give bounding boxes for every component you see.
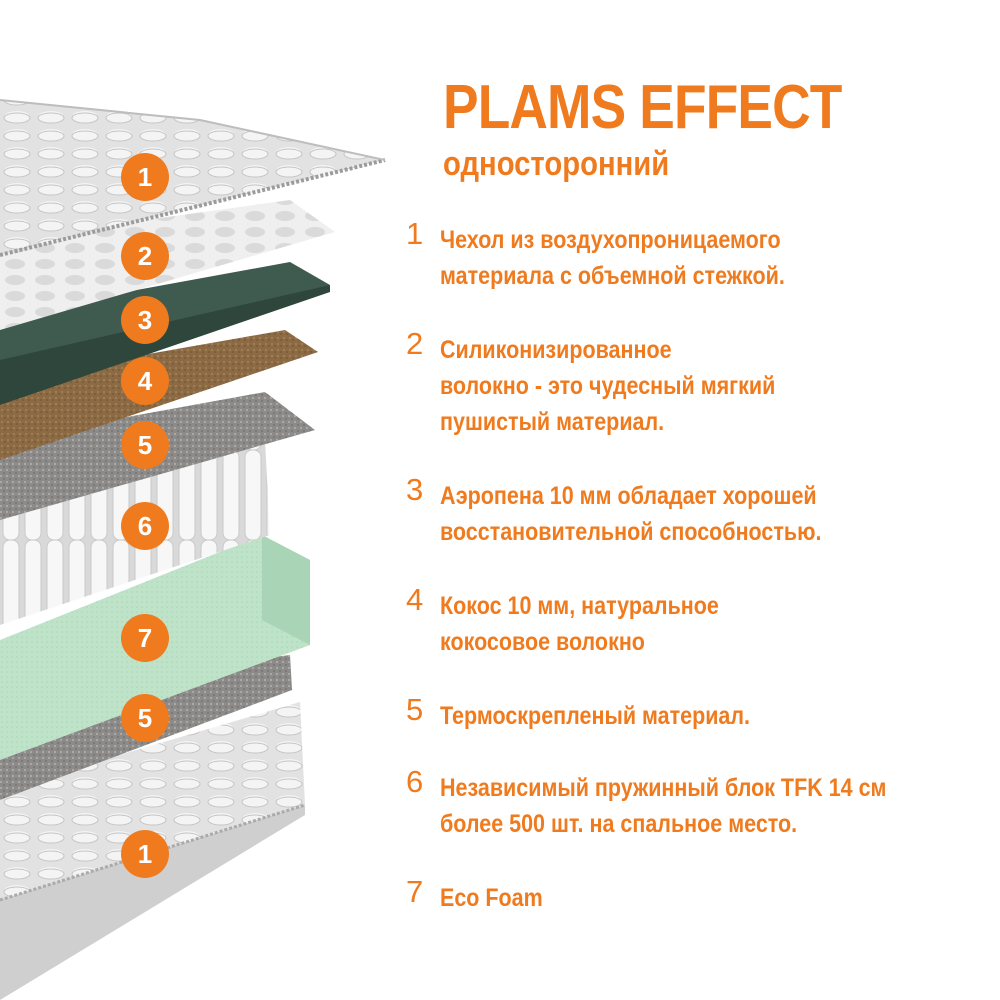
- layer-badge-6: 6: [121, 502, 169, 550]
- layer-text: Силиконизированное волокно - это чудесны…: [440, 336, 776, 436]
- layer-badge-label: 1: [138, 162, 152, 192]
- layer-badge-7: 7: [121, 614, 169, 662]
- layer-badge-3: 3: [121, 296, 169, 344]
- layer-badge-label: 7: [138, 623, 152, 653]
- layer-description-4: 4 Кокос 10 мм, натуральное кокосовое вол…: [406, 582, 995, 660]
- layer-text: Независимый пружинный блок TFK 14 см бол…: [440, 774, 887, 838]
- layer-text: Чехол из воздухопроницаемого материала с…: [440, 226, 785, 290]
- layer-description-2: 2 Силиконизированное волокно - это чудес…: [406, 326, 995, 440]
- layer-text: Аэропена 10 мм обладает хорошей восстано…: [440, 482, 822, 546]
- layer-description-5: 5 Термоскрепленый материал.: [406, 692, 995, 734]
- layer-badge-label: 6: [138, 511, 152, 541]
- layer-description-6: 6 Независимый пружинный блок TFK 14 см б…: [406, 764, 995, 842]
- product-subtitle: односторонний: [443, 145, 670, 183]
- layer-badge-4: 4: [121, 357, 169, 405]
- layer-number: 4: [406, 582, 424, 617]
- layer-number: 6: [406, 764, 424, 799]
- product-title: PLAMS EFFECT: [443, 73, 842, 142]
- layer-number: 5: [406, 692, 424, 727]
- layer-text: Термоскрепленый материал.: [440, 702, 751, 730]
- layer-description-3: 3 Аэропена 10 мм обладает хорошей восста…: [406, 472, 995, 550]
- layer-description-7: 7 Eco Foam: [406, 874, 995, 916]
- layer-badge-label: 4: [138, 366, 153, 396]
- layer-top-cover: [0, 100, 385, 255]
- layer-text: Eco Foam: [440, 884, 543, 912]
- layer-number: 3: [406, 472, 424, 507]
- layer-bottom-cover-top: [0, 702, 305, 900]
- layer-badge-8: 5: [121, 694, 169, 742]
- layer-badge-5: 5: [121, 421, 169, 469]
- layer-bottom-cover-side: [0, 805, 305, 1000]
- layer-text: Кокос 10 мм, натуральное кокосовое волок…: [440, 592, 719, 656]
- layer-badge-9: 1: [121, 830, 169, 878]
- layer-badge-label: 3: [138, 305, 152, 335]
- mattress-layers-illustration: 1 2 3 4 5 6 7 5 1: [0, 0, 400, 1000]
- layer-badge-label: 1: [138, 839, 152, 869]
- layer-badge-label: 2: [138, 241, 152, 271]
- layer-number: 1: [406, 216, 424, 251]
- layer-badge-label: 5: [138, 703, 152, 733]
- layer-description-1: 1 Чехол из воздухопроницаемого материала…: [406, 216, 995, 294]
- layer-number: 7: [406, 874, 424, 909]
- layer-badge-label: 5: [138, 430, 152, 460]
- layer-badge-2: 2: [121, 232, 169, 280]
- layer-number: 2: [406, 326, 424, 361]
- info-panel: PLAMS EFFECT односторонний 1 Чехол из во…: [406, 0, 995, 1000]
- layer-badge-1: 1: [121, 153, 169, 201]
